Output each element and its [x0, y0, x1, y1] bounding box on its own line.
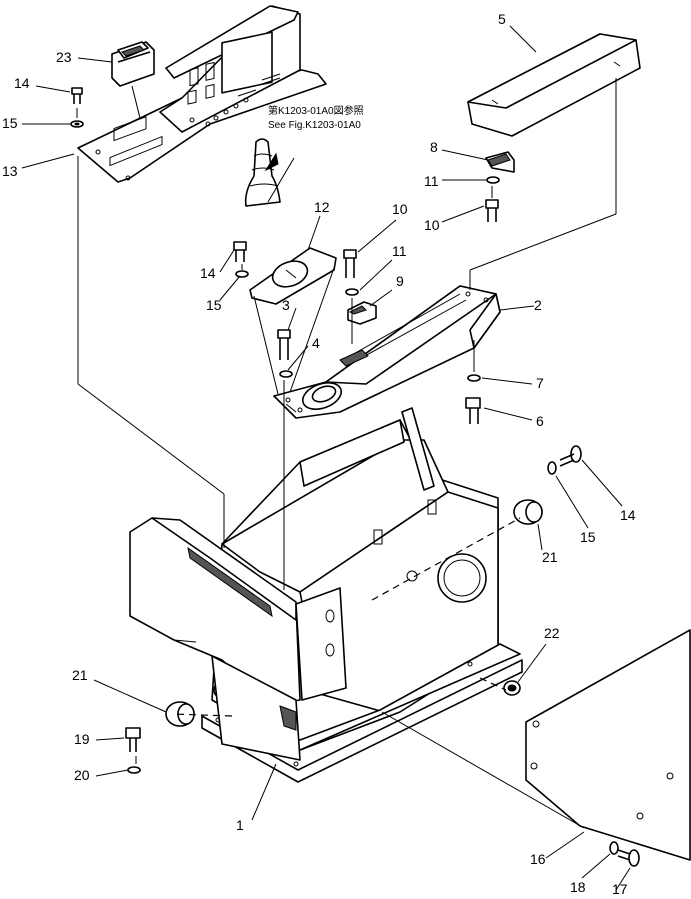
- callout-3: 3: [282, 297, 290, 313]
- control-panel-plate: [77, 5, 327, 183]
- callout-21-right: 21: [542, 549, 558, 565]
- callout-19: 19: [74, 731, 90, 747]
- callout-11-middle: 11: [392, 243, 407, 259]
- callout-4: 4: [312, 335, 320, 351]
- leader-lines: [21, 25, 631, 891]
- callout-2: 2: [534, 297, 542, 313]
- callout-14-upper: 14: [14, 75, 30, 91]
- callout-13: 13: [2, 163, 18, 179]
- callout-10-right: 10: [424, 217, 440, 233]
- assembly-lines: [76, 78, 617, 829]
- bolt-part-3: [277, 329, 293, 378]
- bolt-washer-right: [547, 445, 582, 475]
- bolt-washer-6-7: [465, 374, 481, 424]
- callout-16: 16: [530, 851, 546, 867]
- switch-part-23: [111, 41, 155, 119]
- callout-11-right: 11: [424, 173, 439, 189]
- gasket-plate-12: [249, 247, 337, 305]
- lever-boot: [244, 138, 281, 207]
- bolt-washer-upper-left: [70, 87, 84, 128]
- bolt-washer-middle: [233, 241, 249, 278]
- bracket-part-8: [485, 151, 515, 222]
- callout-15-upper: 15: [2, 115, 18, 131]
- grommet-22: [503, 680, 521, 696]
- reference-note-japanese: 第K1203-01A0図参照: [268, 104, 364, 117]
- callout-18: 18: [570, 879, 586, 894]
- callout-7: 7: [536, 375, 544, 391]
- callout-12: 12: [314, 199, 330, 215]
- bolt-washer-19-20: [125, 727, 141, 774]
- callout-21-left: 21: [72, 667, 88, 683]
- front-cover: [129, 517, 347, 761]
- reference-note: 第K1203-01A0図参照 See Fig.K1203-01A0: [268, 104, 364, 131]
- armrest-part-5: [467, 33, 641, 137]
- callout-20: 20: [74, 767, 90, 783]
- callout-15-right: 15: [580, 529, 596, 545]
- callout-6: 6: [536, 413, 544, 429]
- callout-22: 22: [544, 625, 560, 641]
- bolt-washer-16-18: [609, 841, 640, 867]
- callout-14-right: 14: [620, 507, 636, 523]
- grommet-21-right: [513, 499, 543, 525]
- callout-5: 5: [498, 11, 506, 27]
- bracket-part-9: [343, 249, 377, 325]
- callout-10-upper: 10: [392, 201, 408, 217]
- side-cover-plate: [525, 629, 691, 861]
- callout-9: 9: [396, 273, 404, 289]
- callout-1: 1: [236, 817, 244, 833]
- callout-14-middle: 14: [200, 265, 216, 281]
- callout-labels: 1 2 3 4 5 6 7 8 9 10 10 11 11 12 13 14 1…: [2, 11, 636, 897]
- reference-note-english: See Fig.K1203-01A0: [268, 120, 361, 131]
- callout-17: 17: [612, 881, 628, 894]
- callout-8: 8: [430, 139, 438, 155]
- console-part-2: [273, 285, 501, 419]
- callout-15-middle: 15: [206, 297, 222, 313]
- callout-23: 23: [56, 49, 72, 65]
